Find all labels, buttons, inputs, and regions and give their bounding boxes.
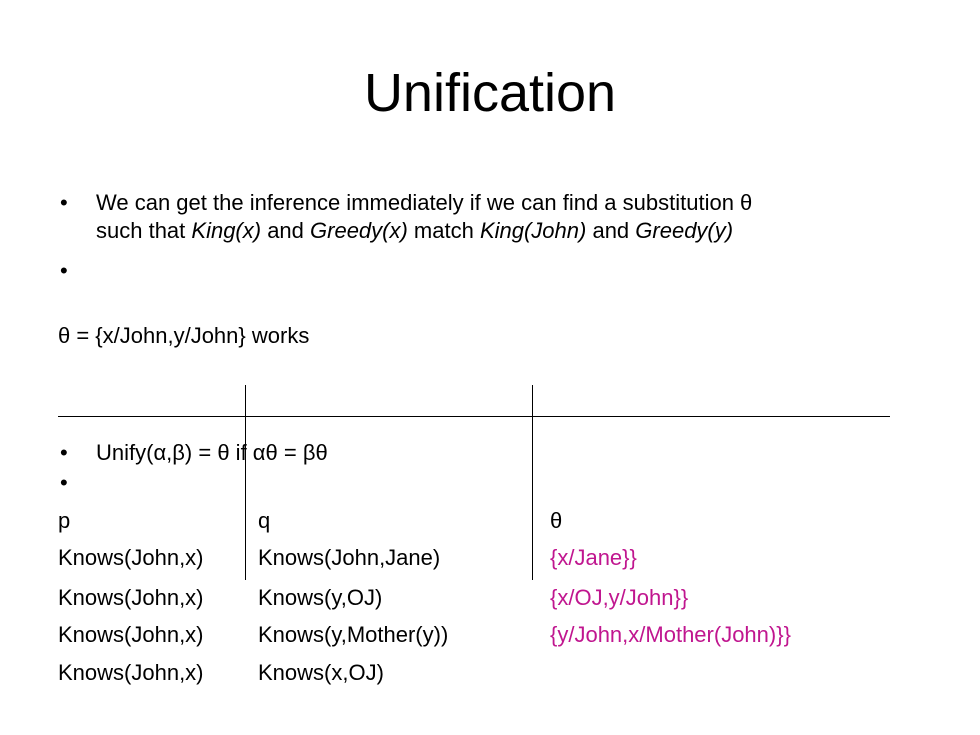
table-cell-theta: {y/John,x/Mother(John)}} <box>550 622 791 647</box>
table-cell-p: Knows(John,x) <box>58 660 204 685</box>
table-cell-p: Knows(John,x) <box>58 585 204 610</box>
table-header-p: p <box>58 508 71 533</box>
bullet-marker: • <box>60 470 68 495</box>
text-fragment: such that <box>96 218 192 243</box>
table-cell-p: Knows(John,x) <box>58 622 204 647</box>
text-fragment: match <box>407 218 480 243</box>
bullet-1-line-2: such that King(x) and Greedy(x) match Ki… <box>96 218 733 244</box>
term-greedy-x: Greedy(x) <box>310 218 408 243</box>
table-column-divider <box>532 385 533 580</box>
table-cell-p: Knows(John,x) <box>58 545 204 570</box>
slide-title: Unification <box>363 63 617 123</box>
table-header-q: q <box>258 508 271 533</box>
unify-definition: Unify(α,β) = θ if αθ = βθ <box>96 440 328 465</box>
term-greedy-y: Greedy(y) <box>635 218 734 243</box>
table-cell-theta: {x/Jane}} <box>550 545 637 570</box>
table-cell-q: Knows(John,Jane) <box>258 545 441 570</box>
bullet-marker: • <box>60 440 68 465</box>
table-rule <box>58 416 890 417</box>
table-cell-theta: {x/OJ,y/John}} <box>550 585 689 610</box>
bullet-marker: • <box>60 258 68 283</box>
bullet-1-line-1: We can get the inference immediately if … <box>96 190 753 215</box>
table-cell-q: Knows(y,OJ) <box>258 585 383 610</box>
bullet-marker: • <box>60 190 68 215</box>
term-king-x: King(x) <box>191 218 262 243</box>
theta-statement: θ = {x/John,y/John} works <box>58 323 310 348</box>
term-king-john: King(John) <box>479 218 587 243</box>
text-fragment: and <box>261 218 311 243</box>
table-column-divider <box>245 385 246 580</box>
table-header-theta: θ <box>550 508 563 533</box>
text-fragment: and <box>586 218 636 243</box>
table-cell-q: Knows(x,OJ) <box>258 660 384 685</box>
table-cell-q: Knows(y,Mother(y)) <box>258 622 449 647</box>
